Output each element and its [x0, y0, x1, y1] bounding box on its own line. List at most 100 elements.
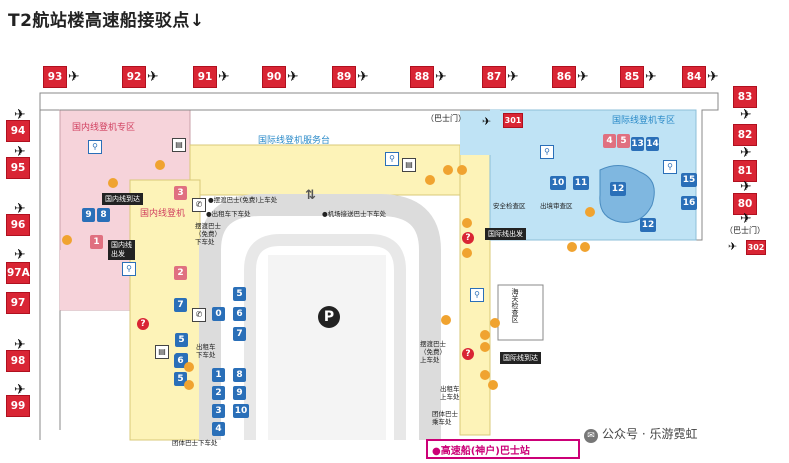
shuttle-right-label: 摆渡巴士（免费）上车处 [420, 340, 446, 364]
bus-stop-marker[interactable]: 7 [233, 327, 246, 341]
counter-marker[interactable]: 12 [610, 182, 626, 196]
intl-arrival-label: 国际线到达 [500, 352, 541, 364]
counter-marker[interactable]: 1 [90, 235, 103, 249]
gate-92[interactable]: 92 [122, 66, 146, 88]
bus-stop-marker[interactable]: 3 [212, 404, 225, 418]
gate-89[interactable]: 89 [332, 66, 356, 88]
shop-marker[interactable] [462, 218, 472, 228]
bus-stop-marker[interactable]: 9 [233, 386, 246, 400]
gate-99[interactable]: 99 [6, 395, 30, 417]
restroom-icon[interactable]: ⚲ [663, 160, 677, 174]
restroom-icon[interactable]: ⚲ [540, 145, 554, 159]
gate-96[interactable]: 96 [6, 214, 30, 236]
gate-97[interactable]: 97 [6, 292, 30, 314]
restroom-icon[interactable]: ⚲ [88, 140, 102, 154]
gate-95[interactable]: 95 [6, 157, 30, 179]
bus-gate-right-label: （巴士门） [725, 226, 765, 235]
counter-marker[interactable]: 10 [550, 176, 566, 190]
counter-marker[interactable]: 2 [174, 266, 187, 280]
bus-stop-marker[interactable]: 4 [212, 422, 225, 436]
gate-80[interactable]: 80 [733, 193, 757, 215]
bus-gate-302[interactable]: 302 [746, 240, 766, 255]
gate-84[interactable]: 84 [682, 66, 706, 88]
counter-marker[interactable]: 15 [681, 173, 697, 187]
gate-82[interactable]: 82 [733, 124, 757, 146]
bus-stop-marker[interactable]: 0 [212, 307, 225, 321]
bus-stop-marker[interactable]: 5 [233, 287, 246, 301]
info-icon[interactable]: ? [137, 318, 149, 330]
counter-marker[interactable]: 12 [640, 218, 656, 232]
bus-stop-marker[interactable]: 1 [212, 368, 225, 382]
shop-marker[interactable] [567, 242, 577, 252]
gate-90[interactable]: 90 [262, 66, 286, 88]
gate-97a[interactable]: 97A [6, 262, 30, 284]
airplane-icon: ✈ [14, 247, 26, 263]
bus-stop-marker[interactable]: 8 [233, 368, 246, 382]
gate-86[interactable]: 86 [552, 66, 576, 88]
shop-marker[interactable] [480, 370, 490, 380]
gate-98[interactable]: 98 [6, 350, 30, 372]
intl-departure-label: 国际线出发 [485, 228, 526, 240]
gate-87[interactable]: 87 [482, 66, 506, 88]
gate-94[interactable]: 94 [6, 120, 30, 142]
restroom-icon[interactable]: ⚲ [122, 262, 136, 276]
gate-83[interactable]: 83 [733, 86, 757, 108]
counter-marker[interactable]: 7 [174, 298, 187, 312]
intl-service-label: 国际线登机服务台 [258, 136, 331, 146]
counter-marker[interactable]: 14 [646, 137, 659, 151]
shop-marker[interactable] [108, 178, 118, 188]
gate-85[interactable]: 85 [620, 66, 644, 88]
page-title: T2航站楼高速船接驳点↓ [8, 11, 205, 31]
shop-marker[interactable] [585, 207, 595, 217]
phone-icon[interactable]: ✆ [192, 198, 206, 212]
shop-marker[interactable] [184, 380, 194, 390]
shop-marker[interactable] [490, 318, 500, 328]
counter-marker[interactable]: 6 [174, 354, 187, 368]
watermark-text: 公众号 · 乐游霓虹 [602, 427, 698, 441]
shop-marker[interactable] [457, 165, 467, 175]
counter-marker[interactable]: 5 [617, 134, 630, 148]
counter-marker[interactable]: 16 [681, 196, 697, 210]
counter-marker[interactable]: 8 [97, 208, 110, 222]
gate-91[interactable]: 91 [193, 66, 217, 88]
domestic-departure-label: 国内线 出发 [108, 240, 135, 260]
shop-marker[interactable] [480, 330, 490, 340]
shop-marker[interactable] [480, 342, 490, 352]
elevator-icon[interactable]: ▤ [155, 345, 169, 359]
shop-marker[interactable] [441, 315, 451, 325]
bus-stop-marker[interactable]: 2 [212, 386, 225, 400]
domestic-zone-label: 国内线登机专区 [72, 123, 136, 133]
gate-93[interactable]: 93 [43, 66, 67, 88]
bus-gate-301[interactable]: 301 [503, 113, 523, 128]
restroom-icon[interactable]: ⚲ [385, 152, 399, 166]
shop-marker[interactable] [488, 380, 498, 390]
phone-icon[interactable]: ✆ [192, 308, 206, 322]
bus-stop-marker[interactable]: 10 [233, 404, 249, 418]
shop-marker[interactable] [155, 160, 165, 170]
shop-marker[interactable] [184, 362, 194, 372]
info-icon[interactable]: ? [462, 232, 474, 244]
counter-marker[interactable]: 9 [82, 208, 95, 222]
counter-marker[interactable]: 3 [174, 186, 187, 200]
restroom-icon[interactable]: ⚲ [470, 288, 484, 302]
elevator-icon[interactable]: ▤ [402, 158, 416, 172]
counter-marker[interactable]: 5 [174, 372, 187, 386]
bus-stop-marker[interactable]: 6 [233, 307, 246, 321]
shop-marker[interactable] [580, 242, 590, 252]
shop-marker[interactable] [462, 248, 472, 258]
bus-stop-marker[interactable]: 5 [175, 333, 188, 347]
counter-marker[interactable]: 4 [603, 134, 616, 148]
counter-marker[interactable]: 11 [573, 176, 589, 190]
info-icon[interactable]: ? [462, 348, 474, 360]
domestic-arrival-label: 国内线到达 [102, 193, 143, 205]
ferry-stop-callout[interactable] [426, 439, 580, 459]
shop-marker[interactable] [62, 235, 72, 245]
security-label: 安全检查区 [493, 202, 526, 210]
gate-88[interactable]: 88 [410, 66, 434, 88]
counter-marker[interactable]: 13 [631, 137, 644, 151]
elevator-icon[interactable]: ▤ [172, 138, 186, 152]
airplane-icon: ✈ [740, 179, 752, 195]
shop-marker[interactable] [425, 175, 435, 185]
gate-81[interactable]: 81 [733, 160, 757, 182]
shop-marker[interactable] [443, 165, 453, 175]
